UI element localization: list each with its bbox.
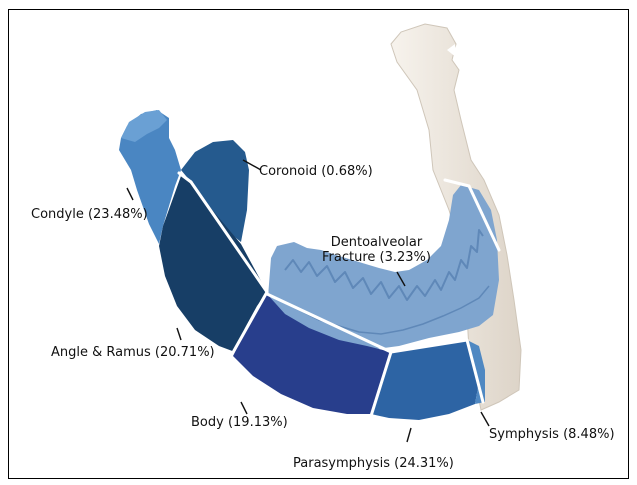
- leader-angle-ramus: [177, 328, 181, 340]
- leader-parasymphysis: [407, 428, 411, 442]
- label-coronoid: Coronoid (0.68%): [259, 164, 373, 180]
- leader-symphysis: [481, 412, 489, 426]
- label-condyle: Condyle (23.48%): [31, 207, 148, 223]
- label-dentoalveolar-line1: Dentoalveolar: [322, 235, 431, 250]
- label-body: Body (19.13%): [191, 415, 288, 431]
- label-dentoalveolar: Dentoalveolar Fracture (3.23%): [322, 235, 431, 265]
- label-angle-ramus: Angle & Ramus (20.71%): [51, 345, 215, 361]
- mandible-diagram: [9, 10, 629, 479]
- figure-frame: Coronoid (0.68%) Condyle (23.48%) Dentoa…: [8, 9, 629, 479]
- label-parasymphysis: Parasymphysis (24.31%): [293, 456, 454, 472]
- label-dentoalveolar-line2: Fracture (3.23%): [322, 250, 431, 265]
- leader-body: [241, 402, 247, 414]
- leader-condyle: [127, 188, 133, 200]
- label-symphysis: Symphysis (8.48%): [489, 427, 615, 443]
